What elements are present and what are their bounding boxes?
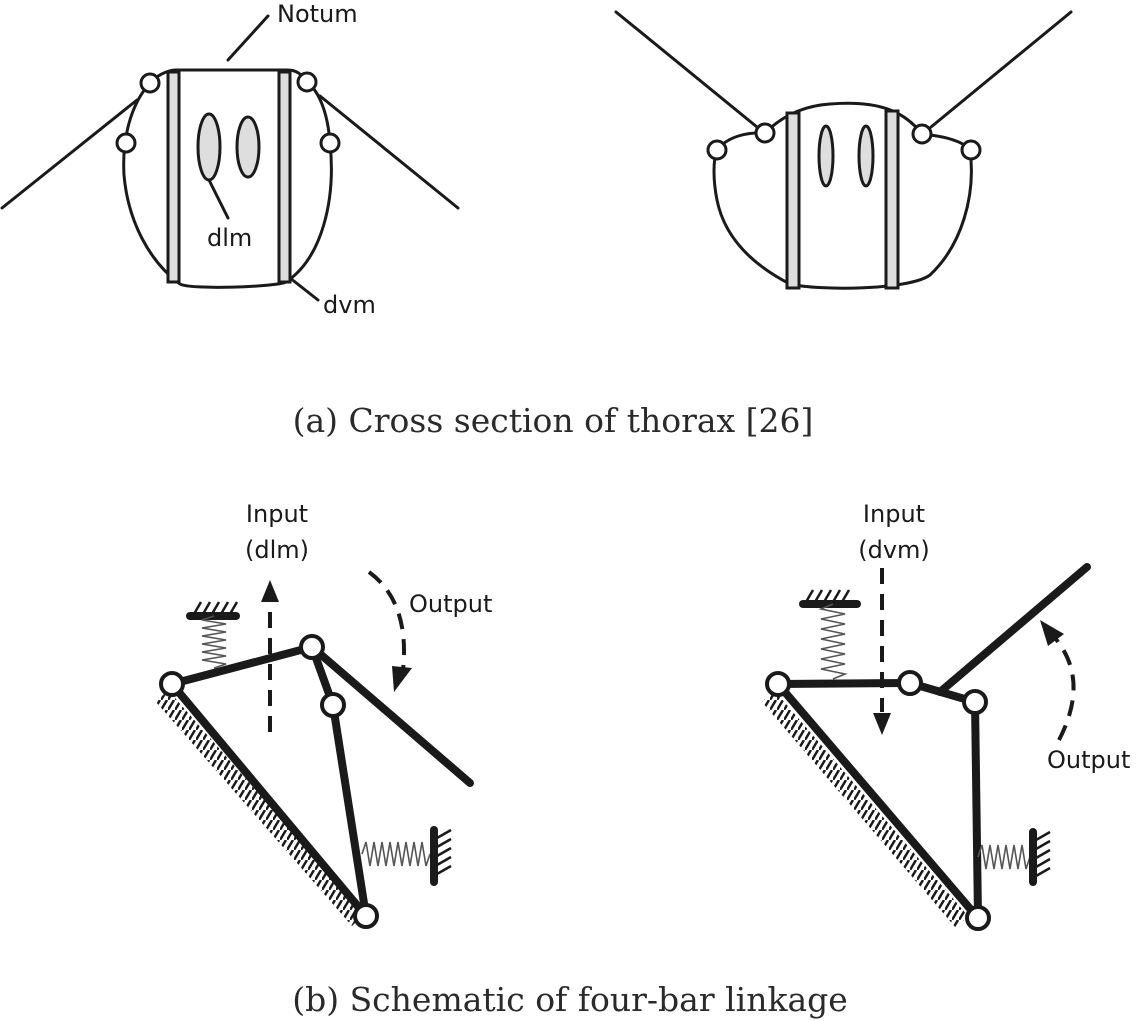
joint-right-2 — [754, 122, 776, 144]
joint-right-4 — [960, 139, 982, 161]
spring-side-right — [977, 844, 1031, 870]
caption-panel-b: (b) Schematic of four-bar linkage — [292, 980, 848, 1019]
label-notum: Notum — [277, 0, 358, 28]
linkage-right: Input (dvm) Output — [762, 500, 1130, 931]
label-input-muscle-left: (dlm) — [245, 536, 309, 564]
output-arrowhead-left — [392, 666, 412, 692]
thorax-outline-left — [122, 68, 333, 289]
wing-output-link-right — [936, 563, 1091, 696]
spring-top-right — [818, 603, 848, 680]
dlm-muscle-left-a — [196, 112, 222, 182]
ground-hatch-left — [156, 690, 364, 926]
wing-output-link-left — [308, 643, 474, 787]
ground-link-left — [168, 680, 370, 920]
thorax-outline-right — [712, 101, 973, 290]
joint-b-left-bottom — [353, 903, 379, 929]
input-link-right — [774, 679, 914, 688]
caption-panel-a: (a) Cross section of thorax [26] — [293, 401, 814, 440]
joint-b-left-ground — [159, 671, 185, 697]
joint-left-2 — [115, 132, 137, 154]
joint-b-left-top — [299, 634, 325, 660]
input-arrowhead-right — [873, 713, 891, 735]
dvm-muscle-right-b — [884, 109, 900, 290]
joint-right-3 — [911, 123, 933, 145]
dlm-muscle-right-b — [857, 124, 875, 188]
spring-top-ground-hatch-left — [192, 601, 239, 615]
joint-b-right-ground — [765, 671, 791, 697]
joint-right-1 — [706, 139, 728, 161]
rocker-link-right — [971, 698, 982, 922]
thorax-right — [614, 10, 1073, 290]
input-link-left — [168, 643, 316, 688]
leader-dlm — [207, 178, 230, 220]
label-input-right: Input — [863, 500, 925, 528]
dvm-muscle-right-a — [785, 111, 801, 290]
wing-left-right — [318, 94, 460, 210]
label-output-right: Output — [1047, 746, 1130, 774]
wing-left-left — [0, 98, 139, 210]
panel-a: Notum dlm dvm (a) Cross section of thora… — [0, 0, 1073, 440]
output-arrow-right — [1053, 636, 1076, 741]
input-arrowhead-left — [261, 580, 279, 602]
spring-side-left — [361, 841, 431, 867]
leader-notum — [226, 14, 270, 62]
label-dlm: dlm — [207, 224, 252, 252]
joint-left-4 — [319, 132, 341, 154]
dlm-muscle-right-a — [817, 124, 835, 188]
joint-b-left-mid — [320, 692, 346, 718]
ground-hatch-right — [762, 690, 968, 928]
spring-side-ground-hatch-right — [1035, 830, 1051, 878]
joint-b-right-bottom — [965, 905, 991, 931]
wing-right-right — [929, 10, 1073, 129]
label-output-left: Output — [409, 590, 492, 618]
panel-b: Input (dlm) Output — [156, 500, 1130, 1019]
spring-top-left — [201, 615, 227, 669]
label-input-left: Input — [246, 500, 308, 528]
dvm-muscle-left-a — [166, 70, 181, 284]
label-dvm: dvm — [323, 291, 376, 319]
linkage-left: Input (dlm) Output — [156, 500, 492, 929]
joint-b-right-mid — [962, 689, 988, 715]
leader-dvm — [288, 276, 320, 302]
dlm-muscle-left-b — [235, 115, 261, 179]
rocker-link-left — [329, 701, 370, 920]
joint-b-right-top — [897, 670, 923, 696]
joint-left-1 — [139, 72, 161, 94]
wing-right-left — [614, 10, 759, 129]
output-arrowhead-right — [1040, 620, 1064, 646]
thorax-left: Notum dlm dvm — [0, 0, 460, 319]
ground-link-right — [774, 680, 982, 922]
label-input-muscle-right: (dvm) — [858, 536, 930, 564]
spring-side-ground-hatch-left — [436, 828, 452, 876]
spring-top-ground-hatch-right — [804, 589, 851, 603]
dvm-muscle-left-b — [277, 70, 292, 284]
output-arrow-left — [367, 570, 406, 671]
joint-left-3 — [296, 71, 318, 93]
